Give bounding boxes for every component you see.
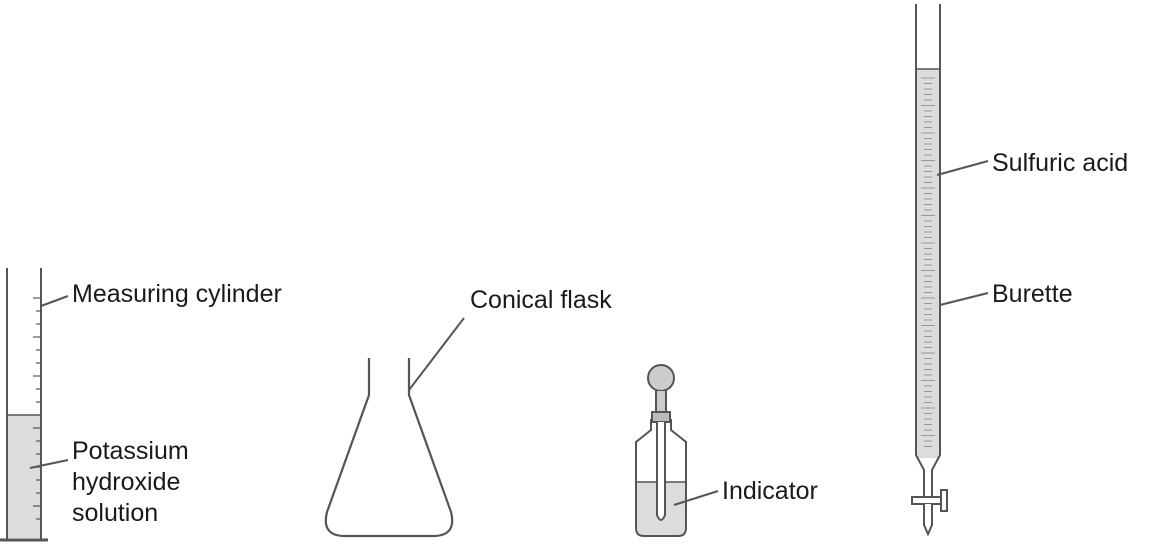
burette-liquid xyxy=(917,69,939,458)
cylinder-graduations xyxy=(33,297,41,520)
leader-indicator xyxy=(673,490,719,506)
sulfuric-acid-text: Sulfuric acid xyxy=(992,149,1129,177)
label-conical-flask: Conical flask xyxy=(470,285,612,316)
label-burette: Burette xyxy=(992,279,1073,310)
cylinder-liquid xyxy=(8,415,41,538)
measuring-cylinder-text: Measuring cylinder xyxy=(72,280,282,308)
burette xyxy=(911,4,948,537)
dropper-bulb xyxy=(647,364,675,392)
potassium-line: Potassium xyxy=(72,437,189,465)
indicator-bottle xyxy=(635,364,687,537)
leader-measuring-cylinder xyxy=(40,295,69,307)
label-potassium-hydroxide-solution: Potassium hydroxide solution xyxy=(72,436,189,529)
solution-line: solution xyxy=(72,499,159,527)
leader-sulfuric-acid xyxy=(936,160,989,176)
leader-burette xyxy=(939,292,989,306)
leader-potassium-hydroxide xyxy=(29,459,69,469)
conical-flask xyxy=(324,358,454,538)
burette-tap xyxy=(911,489,948,537)
dropper-collar xyxy=(651,411,671,423)
burette-text: Burette xyxy=(992,280,1073,308)
label-indicator: Indicator xyxy=(722,476,818,507)
hydroxide-line: hydroxide xyxy=(72,468,181,496)
indicator-text: Indicator xyxy=(722,477,818,505)
label-measuring-cylinder: Measuring cylinder xyxy=(72,279,282,310)
label-sulfuric-acid: Sulfuric acid xyxy=(992,148,1128,179)
conical-flask-text: Conical flask xyxy=(470,286,612,314)
measuring-cylinder xyxy=(0,268,48,542)
dropper-tube xyxy=(656,422,666,521)
burette-graduations xyxy=(921,77,935,447)
leader-conical-flask xyxy=(408,317,465,391)
